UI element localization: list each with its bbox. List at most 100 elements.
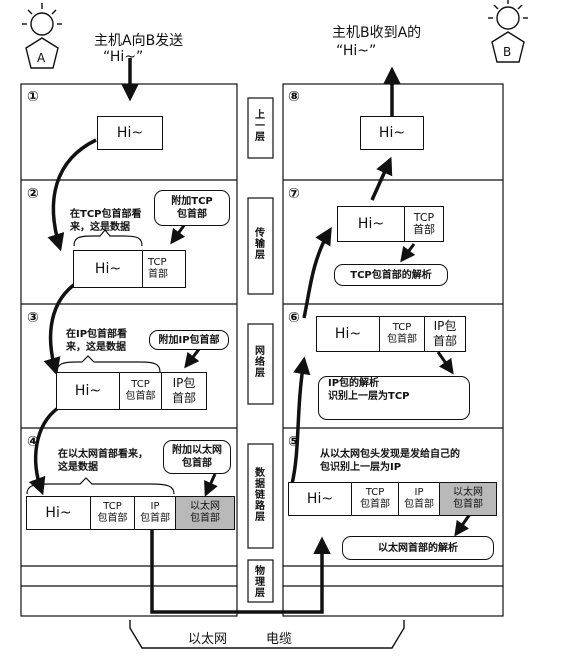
- packet-a3-tcp-line1: TCP: [131, 379, 150, 390]
- add-tcp-pointer: [170, 223, 187, 245]
- packet-a4-eth-line2: 包首部: [190, 513, 220, 524]
- step-5: ⑤: [288, 434, 300, 450]
- packet-a4-data: Hi~: [26, 496, 91, 530]
- flow-arrow-wire: [150, 530, 331, 614]
- host-b-caption-data: “Hi~”: [336, 43, 377, 59]
- flow-arrow-2-3: [43, 280, 79, 376]
- packet-a4-tcp-line2: 包首部: [97, 513, 128, 524]
- packet-a3-ip-line2: 首部: [171, 391, 196, 405]
- step-2: ②: [27, 186, 39, 202]
- callout-add-ip: 附加IP包首部: [149, 330, 229, 350]
- host-a-stack-frame: [20, 83, 238, 617]
- note-ip-view-2: 来，这是数据: [66, 342, 126, 353]
- host-b-label: B: [503, 45, 512, 59]
- packet-a4-eth-header: 以太网 包首部: [175, 496, 235, 530]
- packet-b8-data: Hi~: [360, 116, 424, 150]
- packet-a2-data: Hi~: [73, 250, 143, 288]
- packet-a4-ip-header: IP 包首部: [134, 496, 176, 530]
- packet-b5-tcp-line1: TCP: [365, 487, 385, 498]
- packet-b5-tcp-line2: 包首部: [360, 499, 390, 510]
- ethernet-cable: [129, 620, 405, 649]
- host-a-caption: 主机A向B发送: [94, 33, 184, 49]
- eth-parse-pointer: [454, 513, 472, 537]
- layer-link: 数据链路层: [255, 468, 265, 523]
- flow-arrow-3-4: [28, 406, 60, 496]
- callout-tcp-parse: TCP包首部的解析: [334, 264, 448, 286]
- packet-b5-eth-header: 以太网 包首部: [439, 482, 497, 516]
- callout-add-eth: 附加以太网 包首部: [163, 440, 231, 474]
- layer-physical: 物理层: [255, 566, 265, 599]
- packet-b5-eth-line2: 包首部: [453, 499, 483, 510]
- tcp-parse-pointer: [400, 243, 416, 263]
- packet-b5-eth-line1: 以太网: [453, 487, 483, 498]
- packet-a1-data: Hi~: [97, 116, 163, 150]
- step-3: ③: [27, 310, 39, 326]
- note-eth-discover-2: 包识别上一层为IP: [320, 462, 402, 473]
- packet-a3-tcp-header: TCP 包首部: [119, 372, 162, 410]
- packet-a3-ip-header: IP包 首部: [161, 372, 207, 410]
- eth-data-brace: [26, 477, 175, 495]
- packet-b6-tcp-header: TCP 包首部: [379, 316, 425, 352]
- step-1: ①: [27, 89, 39, 105]
- packet-a4-tcp-line1: TCP: [103, 501, 122, 512]
- callout-ip-parse: IP包的解析 识别上一层为TCP: [318, 376, 470, 420]
- callout-add-tcp-line2: 包首部: [177, 209, 207, 220]
- callout-ip-parse-line1: IP包的解析: [328, 378, 380, 389]
- packet-b7-tcp-line1: TCP: [413, 211, 435, 224]
- host-b-icon: [488, 0, 528, 63]
- layer-app: 上一层: [255, 110, 265, 143]
- note-eth-discover: 从以太网包头发现是发给自己的: [320, 449, 460, 460]
- packet-b5-data: Hi~: [288, 482, 352, 516]
- packet-a3-tcp-line2: 包首部: [125, 391, 156, 402]
- flow-arrow-6-7: [302, 226, 332, 319]
- step-4: ④: [27, 434, 39, 450]
- packet-b5-ip-line2: 包首部: [404, 499, 434, 510]
- tcp-data-brace: [73, 229, 143, 247]
- packet-b6-tcp-line2: 包首部: [387, 334, 417, 345]
- packet-a2-tcp-line2: 首部: [148, 269, 168, 280]
- packet-a3-data: Hi~: [56, 372, 120, 410]
- callout-add-eth-line2: 包首部: [182, 458, 212, 469]
- callout-eth-parse: 以太网首部的解析: [342, 536, 494, 560]
- step-8: ⑧: [288, 89, 300, 105]
- cable-label-wire: 电缆: [266, 632, 293, 647]
- flow-arrow-7-8: [370, 156, 393, 201]
- packet-a4-ip-line1: IP: [150, 501, 160, 512]
- packet-b6-tcp-line1: TCP: [392, 322, 412, 333]
- host-a-icon: [22, 3, 62, 69]
- note-tcp-view: 在TCP包首部看: [70, 209, 142, 220]
- packet-b5-ip-line1: IP: [414, 487, 424, 498]
- packet-b7-tcp-header: TCP 首部: [404, 206, 444, 242]
- packet-a2-tcp-line1: TCP: [148, 257, 167, 268]
- packet-a2-tcp-header: TCP 首部: [142, 250, 186, 288]
- step-7: ⑦: [288, 186, 300, 202]
- note-eth-view: 在以太网首部看来，: [58, 449, 148, 460]
- host-b-caption: 主机B收到A的: [332, 25, 422, 41]
- layer-label-boxes: [247, 97, 274, 603]
- callout-add-tcp: 附加TCP 包首部: [154, 190, 230, 226]
- packet-a4-ip-line2: 包首部: [140, 513, 170, 524]
- packet-b5-ip-header: IP 包首部: [398, 482, 440, 516]
- callout-add-tcp-line1: 附加TCP: [171, 196, 213, 207]
- note-eth-view-2: 这是数据: [58, 462, 98, 473]
- packet-b6-ip-header: IP包 首部: [424, 316, 466, 352]
- flow-arrow-1-2: [47, 138, 97, 252]
- ip-data-brace: [56, 355, 161, 373]
- packet-b6-ip-line2: 首部: [432, 334, 457, 348]
- packet-b7-data: Hi~: [337, 206, 405, 242]
- flow-arrow-5-6: [290, 356, 311, 485]
- host-a-caption-data: “Hi~”: [103, 49, 144, 65]
- packet-b6-data: Hi~: [316, 316, 380, 352]
- packet-b7-tcp-line2: 首部: [413, 223, 435, 236]
- callout-add-eth-line1: 附加以太网: [172, 445, 222, 456]
- cable-label-ethernet: 以太网: [188, 632, 228, 647]
- layer-transport: 传输层: [255, 228, 265, 261]
- packet-a4-eth-line1: 以太网: [190, 501, 220, 512]
- packet-b6-ip-line1: IP包: [433, 319, 457, 333]
- step-6: ⑥: [288, 310, 300, 326]
- note-tcp-view-2: 来，这是数据: [70, 222, 130, 233]
- callout-ip-parse-line2: 识别上一层为TCP: [328, 391, 410, 402]
- add-eth-pointer: [204, 473, 218, 497]
- packet-a4-tcp-header: TCP 包首部: [90, 496, 135, 530]
